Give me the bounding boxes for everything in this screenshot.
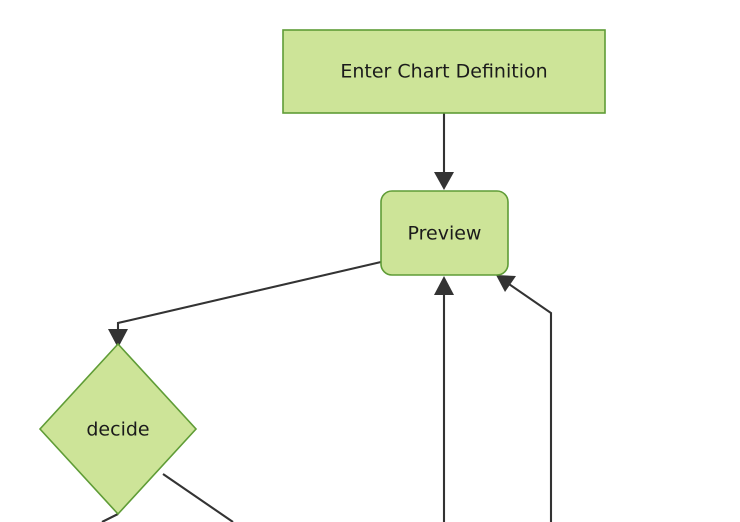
node-label: decide xyxy=(86,419,149,441)
edge-line xyxy=(505,281,553,522)
node-shape-diamond xyxy=(38,342,198,516)
node-layer: Enter Chart Definition Preview decide xyxy=(38,29,606,516)
node-label: Enter Chart Definition xyxy=(340,61,547,83)
arrowhead-icon xyxy=(434,276,454,295)
edge-bottom-center-to-preview[interactable] xyxy=(434,276,454,522)
node-enter-chart-definition[interactable]: Enter Chart Definition xyxy=(282,29,606,114)
edge-line xyxy=(162,473,234,522)
edge-bottom-right-to-preview[interactable] xyxy=(496,275,553,522)
arrowhead-icon xyxy=(108,329,128,348)
edge-preview-to-decide[interactable] xyxy=(108,260,382,348)
edge-enter-to-preview[interactable] xyxy=(434,113,454,190)
node-decide[interactable]: decide xyxy=(38,342,198,516)
arrowhead-icon xyxy=(434,172,454,190)
edge-line xyxy=(116,260,382,334)
edge-decide-right-out[interactable] xyxy=(162,473,234,522)
edge-decide-bottom-out[interactable] xyxy=(101,513,119,522)
node-shape-rounded-rectangle xyxy=(380,190,509,276)
node-preview[interactable]: Preview xyxy=(380,190,509,276)
edge-layer xyxy=(101,113,553,522)
node-label: Preview xyxy=(408,223,482,245)
edge-line xyxy=(101,513,119,522)
arrowhead-icon xyxy=(496,275,516,292)
node-shape-rectangle xyxy=(282,29,606,114)
